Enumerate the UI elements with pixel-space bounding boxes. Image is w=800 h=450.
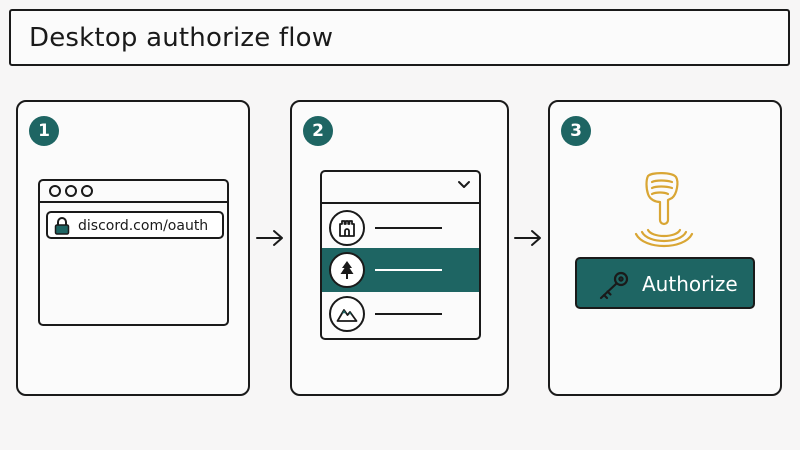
browser-window: discord.com/oauth (38, 179, 229, 326)
authorize-button[interactable]: Authorize (575, 257, 755, 309)
window-dot-icon (65, 185, 77, 197)
account-placeholder-line (375, 227, 442, 229)
account-placeholder-line (375, 313, 442, 315)
arrow-right-icon (514, 230, 541, 246)
address-url: discord.com/oauth (78, 218, 209, 234)
tree-icon (329, 252, 365, 288)
account-list-header[interactable] (322, 172, 479, 204)
account-placeholder-line (375, 269, 442, 271)
account-row[interactable] (322, 292, 479, 336)
step-3-badge: 3 (561, 116, 591, 146)
step-2-panel: 2 (290, 100, 509, 396)
account-row[interactable] (322, 206, 479, 250)
browser-title-bar (40, 181, 227, 203)
diagram-title: Desktop authorize flow (29, 23, 334, 53)
step-1-badge: 1 (29, 116, 59, 146)
address-bar[interactable]: discord.com/oauth (46, 211, 224, 239)
pointing-hand-icon (634, 172, 694, 247)
step-2-badge: 2 (303, 116, 333, 146)
castle-icon (329, 210, 365, 246)
account-row-selected[interactable] (322, 248, 479, 292)
window-dot-icon (49, 185, 61, 197)
chevron-down-icon (458, 181, 470, 188)
window-dot-icon (81, 185, 93, 197)
mountain-icon (329, 296, 365, 332)
window-controls (49, 185, 93, 197)
key-icon (599, 271, 629, 300)
account-list (320, 170, 481, 340)
step-1-panel: 1 discord.com/oauth (16, 100, 250, 396)
title-box: Desktop authorize flow (9, 9, 790, 66)
authorize-label: Authorize (642, 272, 738, 296)
lock-icon (54, 217, 70, 235)
arrow-right-icon (256, 230, 283, 246)
step-3-panel: 3 Authorize (548, 100, 782, 396)
